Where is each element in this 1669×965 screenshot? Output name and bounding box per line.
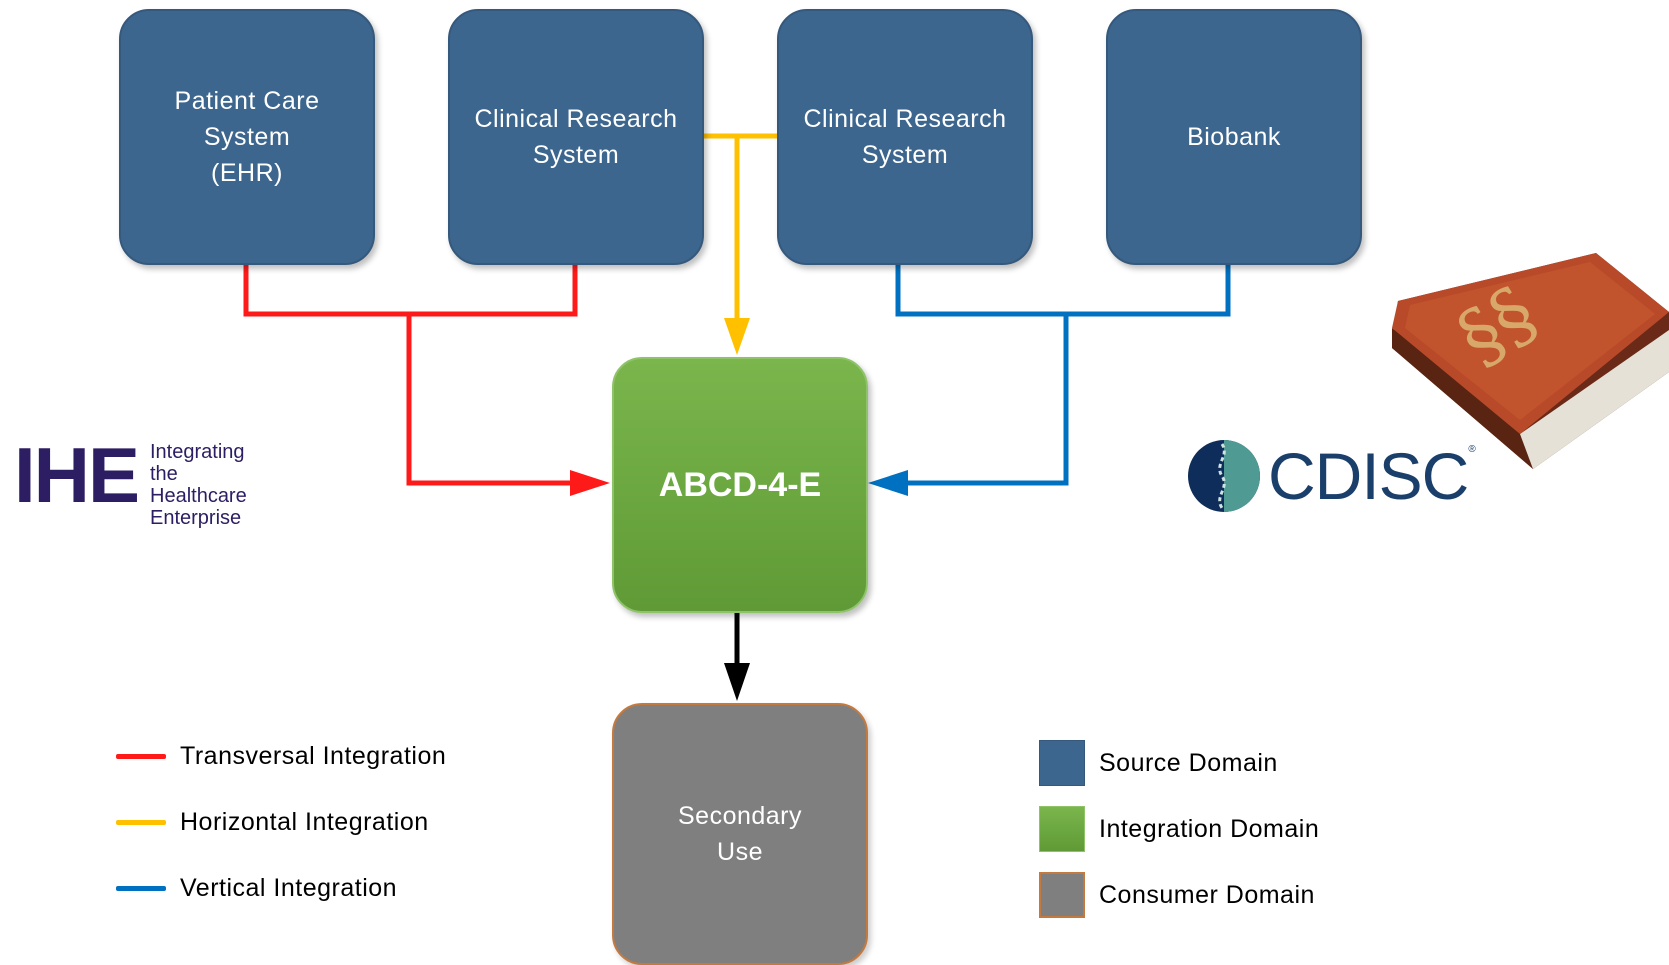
- transversal-connector-trunk: [406, 314, 575, 486]
- legend-source-domain: Source Domain: [1039, 740, 1278, 786]
- legend-label: Source Domain: [1099, 748, 1278, 777]
- patient-care-system-node: Patient Care System (EHR): [119, 9, 375, 265]
- clinical-research-system-node-1: Clinical Research System: [448, 9, 704, 265]
- legend-integration-domain: Integration Domain: [1039, 806, 1319, 852]
- legend-consumer-domain: Consumer Domain: [1039, 872, 1315, 918]
- legend-vertical: Vertical Integration: [116, 874, 397, 903]
- legend-label: Consumer Domain: [1099, 880, 1315, 909]
- legend-square-swatch: [1039, 806, 1085, 852]
- legend-square-swatch: [1039, 740, 1085, 786]
- vertical-arrowhead: [868, 470, 908, 496]
- ihe-logo-tagline: Integrating the Healthcare Enterprise: [150, 441, 247, 529]
- legend-square-swatch: [1039, 872, 1085, 918]
- law-book-image: §§: [1392, 253, 1669, 469]
- vertical-connector: [895, 265, 1231, 317]
- legend-label: Integration Domain: [1099, 814, 1320, 843]
- legend-label: Transversal Integration: [180, 742, 447, 770]
- transversal-connector: [243, 265, 578, 317]
- ihe-logo-mark: IHE: [14, 431, 140, 519]
- biobank-node: Biobank: [1106, 9, 1362, 265]
- cdisc-logo-mark: [1188, 440, 1260, 512]
- legend-transversal: Transversal Integration: [116, 742, 446, 771]
- horizontal-arrowhead: [724, 318, 750, 355]
- legend-line-swatch: [116, 820, 166, 825]
- consumer-arrowhead: [724, 663, 750, 701]
- secondary-use-node: Secondary Use: [612, 703, 868, 965]
- abcd-4-e-node: ABCD-4-E: [612, 357, 868, 613]
- legend-label: Vertical Integration: [180, 874, 398, 902]
- legend-line-swatch: [116, 754, 166, 759]
- legend-horizontal: Horizontal Integration: [116, 808, 429, 837]
- cdisc-logo-text: CDISC®: [1268, 439, 1476, 513]
- legend-label: Horizontal Integration: [180, 808, 429, 836]
- transversal-arrowhead: [570, 470, 610, 496]
- vertical-connector-trunk: [903, 314, 1069, 486]
- clinical-research-system-node-2: Clinical Research System: [777, 9, 1033, 265]
- legend-line-swatch: [116, 886, 166, 891]
